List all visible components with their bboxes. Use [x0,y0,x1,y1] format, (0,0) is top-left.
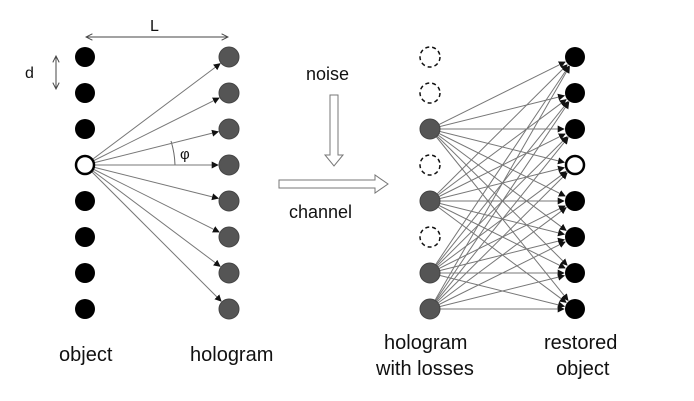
hologram-label: hologram [190,344,273,366]
reconstruction-ray [429,65,570,274]
received-hologram-point [419,298,441,320]
object-to-hologram-ray [84,63,221,166]
restored-point [565,263,585,283]
reconstruction-ray [429,64,568,202]
hologram-point [218,154,240,176]
lost-hologram-point [419,46,441,68]
noise-label: noise [306,64,349,84]
hologram-point [218,262,240,284]
channel-arrow [278,174,389,194]
reconstruction-ray [429,200,566,269]
object-source-point [74,154,96,176]
reconstruction-ray [429,241,566,310]
point-columns [74,46,586,320]
object-point [75,299,95,319]
reconstruction-ray [429,200,567,303]
received-hologram-point [419,190,441,212]
reconstruction-ray [429,93,566,130]
reconstruction-ray [429,273,566,310]
object-point [75,263,95,283]
distance-label: L [150,18,159,35]
reconstruction-ray [429,101,570,310]
channel-label: channel [289,202,352,222]
hologram-losses-label-2: with losses [375,358,474,380]
hologram-point [218,226,240,248]
restored-label-1: restored [544,332,617,354]
reconstruction-ray [429,61,566,130]
reconstruction-ray [429,128,569,301]
reconstruction-ray [429,128,566,197]
noise-arrow [323,94,345,167]
restored-source-point [564,154,586,176]
object-to-hologram-ray [84,164,220,201]
restored-label-2: object [556,358,610,380]
restored-point [565,47,585,67]
object-point [75,227,95,247]
object-point [75,191,95,211]
object-label: object [59,344,113,366]
object-to-hologram-ray [84,164,222,302]
reconstruction-ray [429,136,568,274]
received-hologram-point [419,118,441,140]
object-to-hologram-ray [84,129,220,166]
received-hologram-point [419,262,441,284]
reconstruction-ray [429,128,566,165]
restored-point [565,227,585,247]
lost-hologram-point [419,82,441,104]
reconstruction-ray [429,207,567,310]
object-point [75,47,95,67]
reconstruction-ray [429,272,566,309]
reconstruction-ray [429,133,566,202]
reconstruction-ray [429,237,566,274]
hologram-point [218,46,240,68]
reconstruction-ray [429,171,567,274]
hologram-point [218,190,240,212]
hologram-losses-label-1: hologram [384,332,467,354]
object-point [75,119,95,139]
reconstruction-ray [429,165,566,202]
hologram-point [218,298,240,320]
reconstruction-ray [429,128,567,231]
propagation-lines [84,61,570,313]
lost-hologram-point [419,154,441,176]
angle-label: φ [180,146,190,163]
reconstruction-ray [429,172,568,310]
angle-arc [170,140,176,166]
object-to-hologram-ray [84,97,220,166]
reconstruction-ray [429,200,566,237]
lost-hologram-point [419,226,441,248]
reconstruction-ray [429,65,570,310]
restored-point [565,83,585,103]
object-point [75,83,95,103]
spacing-label: d [25,65,34,82]
object-to-hologram-ray [84,164,221,267]
restored-point [565,119,585,139]
reconstruction-ray [429,128,568,266]
reconstruction-ray [429,99,567,202]
restored-point [565,191,585,211]
object-to-hologram-ray [84,164,220,233]
reconstruction-ray [429,205,566,274]
reconstruction-ray [429,101,569,274]
hologram-point [218,82,240,104]
hologram-point [218,118,240,140]
restored-point [565,299,585,319]
reconstruction-ray [429,137,569,310]
